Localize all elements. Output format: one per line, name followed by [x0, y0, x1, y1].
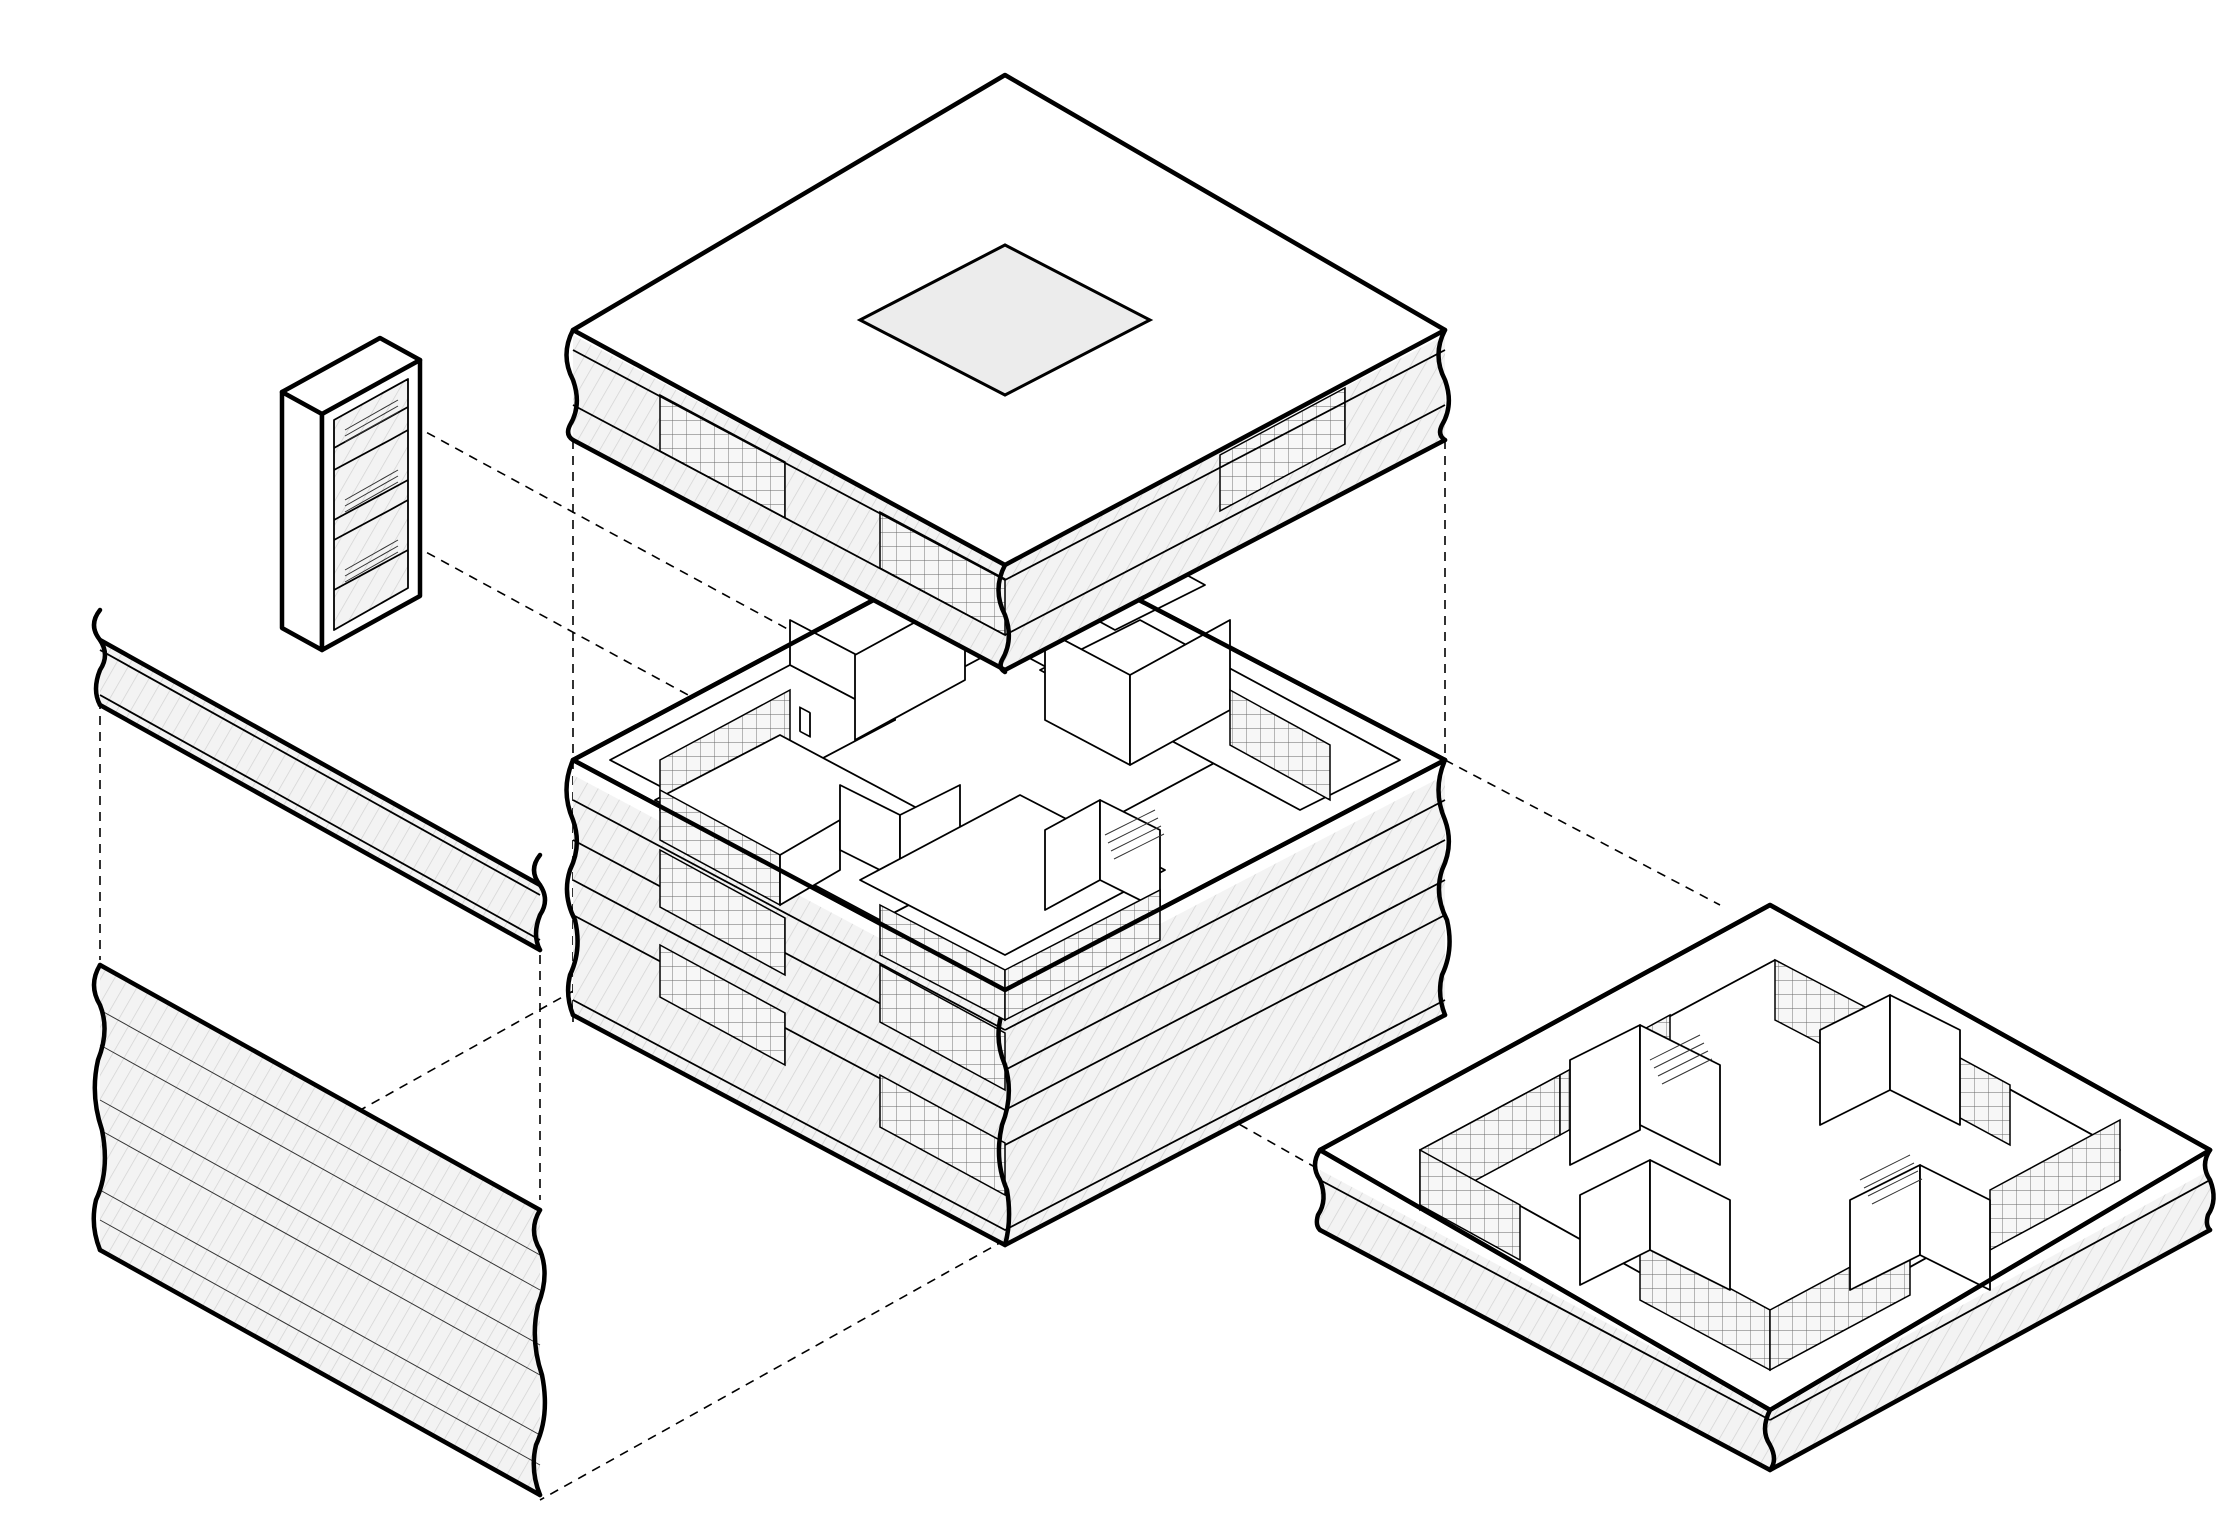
facade-panel-upper	[91, 607, 548, 953]
stair-core	[279, 335, 423, 653]
middle-floors-block	[564, 527, 1452, 1248]
facade-panel-lower	[91, 962, 548, 1498]
ground-floor-plan-block	[1312, 902, 2216, 1473]
skylight	[856, 243, 1154, 397]
roof-slab	[564, 72, 1452, 675]
